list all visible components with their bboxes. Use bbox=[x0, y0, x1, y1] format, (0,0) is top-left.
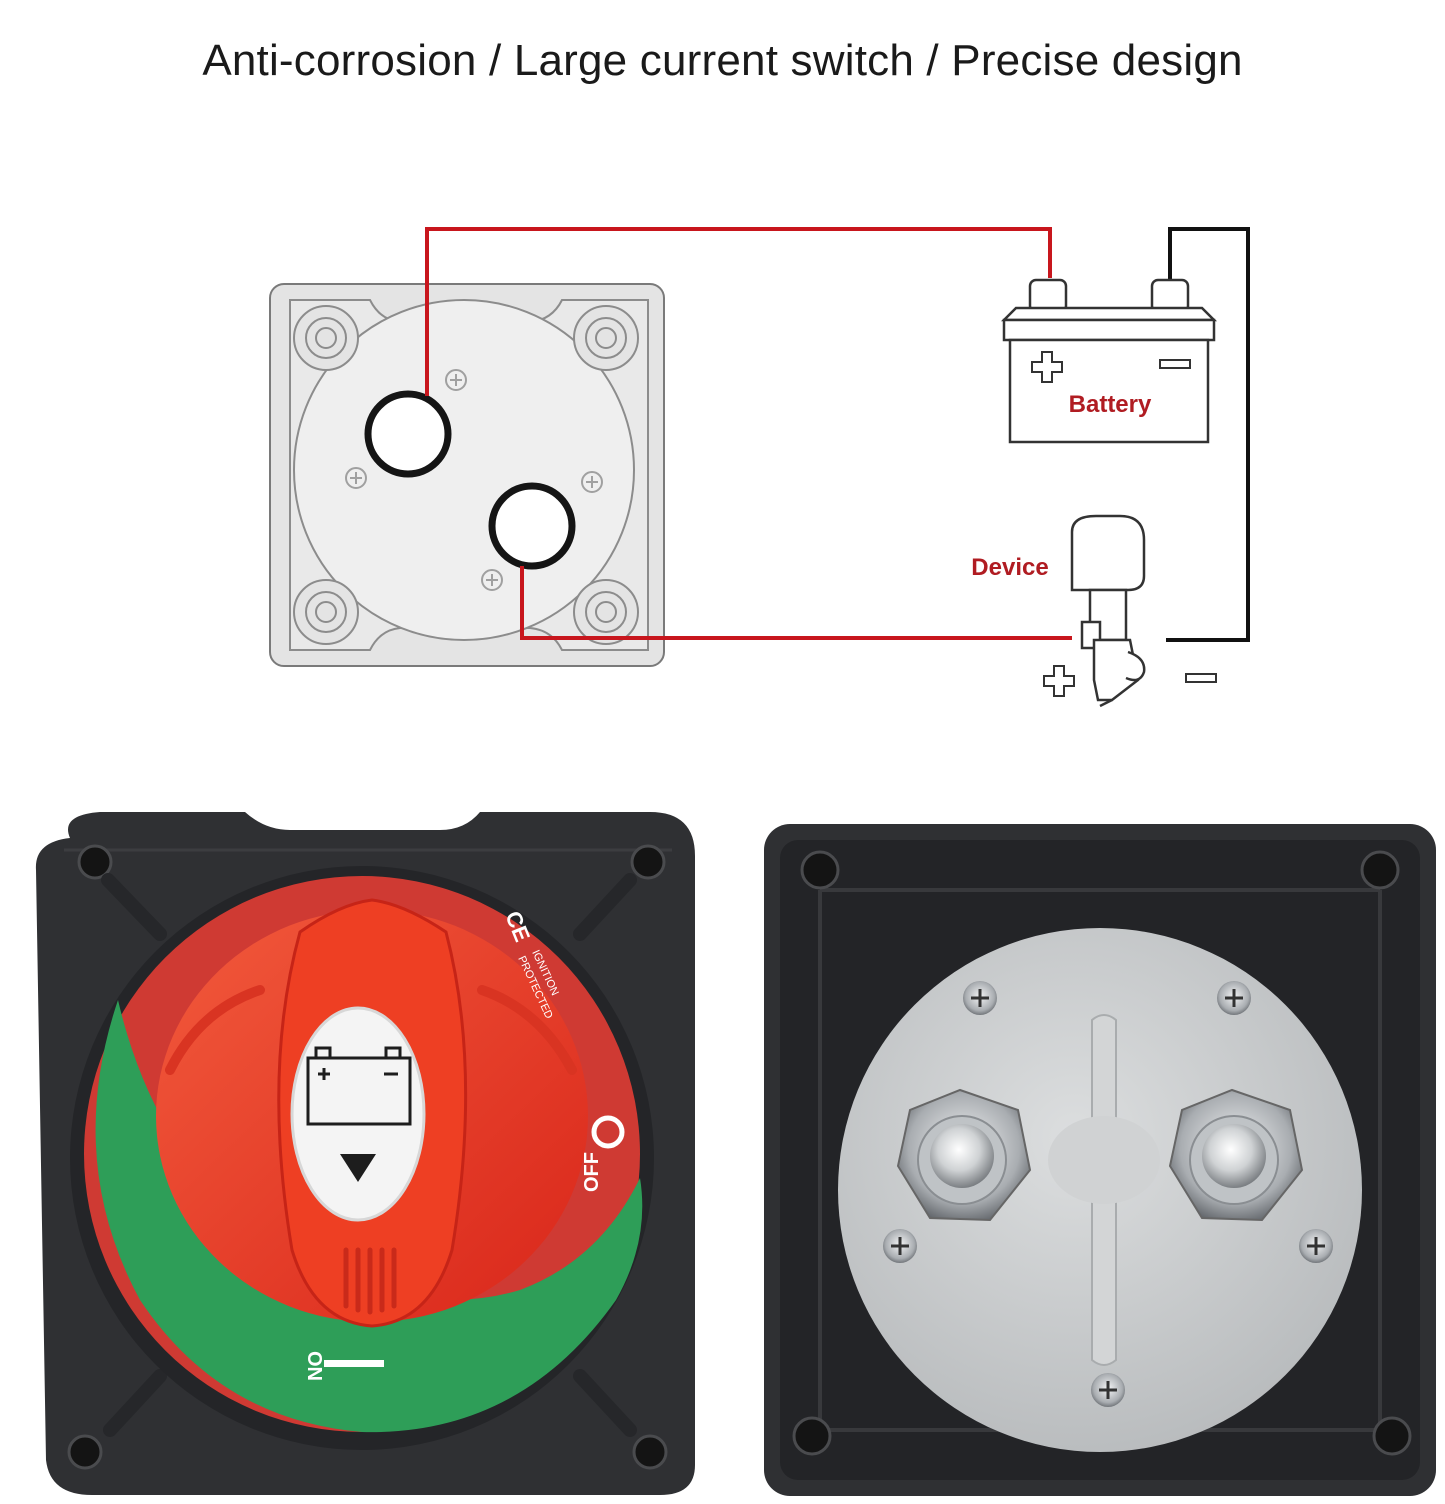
on-position-marker: ON bbox=[303, 1351, 384, 1381]
positive-wire-device bbox=[520, 566, 1072, 640]
battery-icon: Battery bbox=[1000, 278, 1218, 444]
negative-wire bbox=[1166, 227, 1250, 642]
battery-label: Battery bbox=[1069, 391, 1152, 418]
off-circle-icon bbox=[591, 1115, 625, 1149]
corner-boss-top-left bbox=[293, 305, 359, 371]
screw-icon bbox=[883, 981, 1333, 1407]
outboard-motor-icon bbox=[1070, 514, 1146, 708]
on-bar-icon bbox=[324, 1360, 384, 1367]
battery-symbol-icon bbox=[306, 1046, 412, 1126]
positive-wire-battery bbox=[425, 227, 1052, 396]
switch-schematic bbox=[269, 283, 665, 667]
device-label: Device bbox=[971, 554, 1048, 581]
pointer-arrow-icon bbox=[340, 1154, 376, 1182]
wiring-diagram: Battery Device bbox=[269, 227, 1250, 708]
corner-boss-top-right bbox=[573, 305, 639, 371]
corner-boss-bottom-left bbox=[293, 579, 359, 645]
terminal-load bbox=[488, 482, 576, 570]
switch-back-view bbox=[764, 824, 1436, 1496]
rotary-knob[interactable] bbox=[156, 898, 588, 1328]
terminal-stud-left bbox=[896, 1088, 1032, 1222]
terminal-stud-right bbox=[1168, 1088, 1304, 1222]
terminal-positive bbox=[364, 390, 452, 478]
knob-label-plate bbox=[290, 1006, 426, 1222]
corner-boss-bottom-right bbox=[573, 579, 639, 645]
plus-sign-icon bbox=[1043, 665, 1075, 697]
minus-sign-icon bbox=[1185, 673, 1217, 683]
off-label: OFF bbox=[581, 1152, 603, 1192]
mount-hole-icon bbox=[67, 844, 668, 1470]
on-label: ON bbox=[303, 1351, 325, 1381]
mount-hole-icon bbox=[792, 850, 1412, 1456]
schematic-screw-icon bbox=[345, 369, 603, 591]
switch-front-view: OFF ON CE IGNITION PROTECTED bbox=[35, 812, 696, 1495]
off-position-marker: OFF bbox=[581, 1115, 625, 1192]
headline: Anti-corrosion / Large current switch / … bbox=[202, 36, 1243, 85]
